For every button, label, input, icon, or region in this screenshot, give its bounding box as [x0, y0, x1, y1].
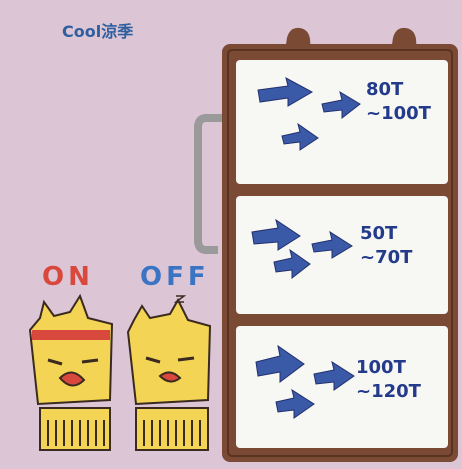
panel-2	[236, 196, 448, 314]
on-label: ON	[42, 262, 94, 292]
panel-1-label: 80T ~100T	[366, 78, 431, 126]
panel-3-line1: 100T	[356, 357, 406, 378]
character-off	[126, 295, 212, 451]
wind-arrows-3	[255, 344, 355, 419]
wind-arrows-2	[251, 218, 353, 280]
panel-2-line2: ~70T	[360, 247, 413, 268]
panel-1-line1: 80T	[366, 79, 404, 100]
page-title: Cool涼季	[62, 22, 134, 41]
wind-arrows-1	[257, 77, 361, 151]
panel-2-line1: 50T	[360, 223, 398, 244]
panel-2-label: 50T ~70T	[360, 222, 412, 270]
panel-1-line2: ~100T	[366, 103, 431, 124]
off-label: OFF	[140, 262, 210, 292]
panel-3-label: 100T ~120T	[356, 356, 421, 404]
panel-3-line2: ~120T	[356, 381, 421, 402]
character-on	[28, 293, 114, 451]
pipe-hook	[194, 114, 226, 254]
